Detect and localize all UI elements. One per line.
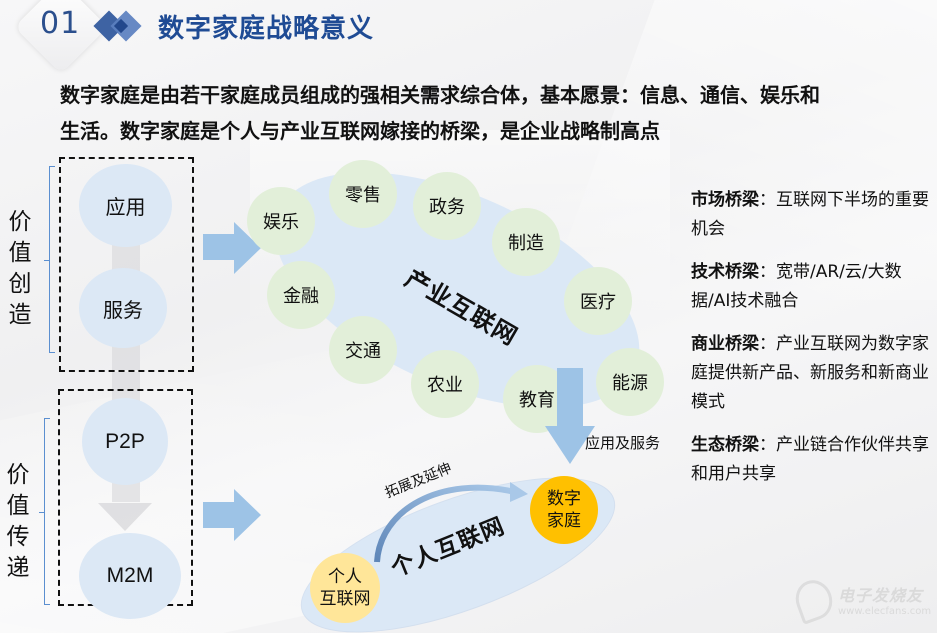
sector-entertainment: 娱乐 [247, 187, 315, 255]
node-application: 应用 [79, 164, 172, 247]
node-personal-internet: 个人 互联网 [310, 553, 380, 623]
right-arrow-icon [203, 489, 261, 541]
curved-arrow-icon [374, 482, 528, 563]
value-transfer-label: 价值传递 [6, 462, 30, 581]
bridge-ecosystem: 生态桥梁：产业链合作伙伴共享和用户共享 [691, 435, 929, 484]
intro-line-2: 生活。数字家庭是个人与产业互联网嫁接的桥梁，是企业战略制高点 [60, 119, 660, 143]
node-digital-family: 数字 家庭 [530, 476, 598, 544]
page-title: 数字家庭战略意义 [158, 14, 375, 44]
sector-transportation: 交通 [329, 316, 397, 384]
node-service: 服务 [79, 268, 167, 348]
bridges-list: 市场桥梁：互联网下半场的重要机会 技术桥梁：宽带/AR/云/大数据/AI技术融合… [691, 186, 931, 503]
bridge-market: 市场桥梁：互联网下半场的重要机会 [691, 190, 929, 239]
sector-manufacturing: 制造 [492, 208, 560, 276]
bridge-technology: 技术桥梁：宽带/AR/云/大数据/AI技术融合 [691, 262, 902, 311]
down-arrow-icon [98, 503, 152, 531]
bridge-business: 商业桥梁：产业互联网为数字家庭提供新产品、新服务和新商业模式 [691, 334, 929, 412]
sector-energy: 能源 [596, 348, 664, 416]
elecfans-logo-icon [790, 575, 838, 625]
intro-paragraph: 数字家庭是由若干家庭成员组成的强相关需求综合体，基本愿景：信息、通信、娱乐和 生… [60, 77, 890, 149]
node-m2m: M2M [79, 533, 181, 619]
sector-healthcare: 医疗 [564, 267, 632, 335]
down-arrow-icon [545, 368, 595, 468]
value-creation-label: 价值创造 [8, 209, 32, 328]
value-creation-box [59, 157, 194, 372]
sector-finance: 金融 [267, 261, 335, 329]
watermark-url: www.elecfans.com [838, 606, 932, 617]
sector-retail: 零售 [329, 160, 397, 228]
node-p2p: P2P [82, 398, 168, 485]
value-transfer-bracket [39, 418, 50, 605]
watermark: 电子发烧友 www.elecfans.com [790, 575, 932, 628]
value-creation-bracket [44, 166, 55, 353]
watermark-name: 电子发烧友 [838, 586, 924, 605]
intro-line-1: 数字家庭是由若干家庭成员组成的强相关需求综合体，基本愿景：信息、通信、娱乐和 [60, 83, 820, 107]
sector-government: 政务 [413, 172, 481, 240]
section-number: 01 [40, 6, 81, 41]
sector-agriculture: 农业 [411, 350, 479, 418]
apply-service-label: 应用及服务 [585, 434, 661, 452]
